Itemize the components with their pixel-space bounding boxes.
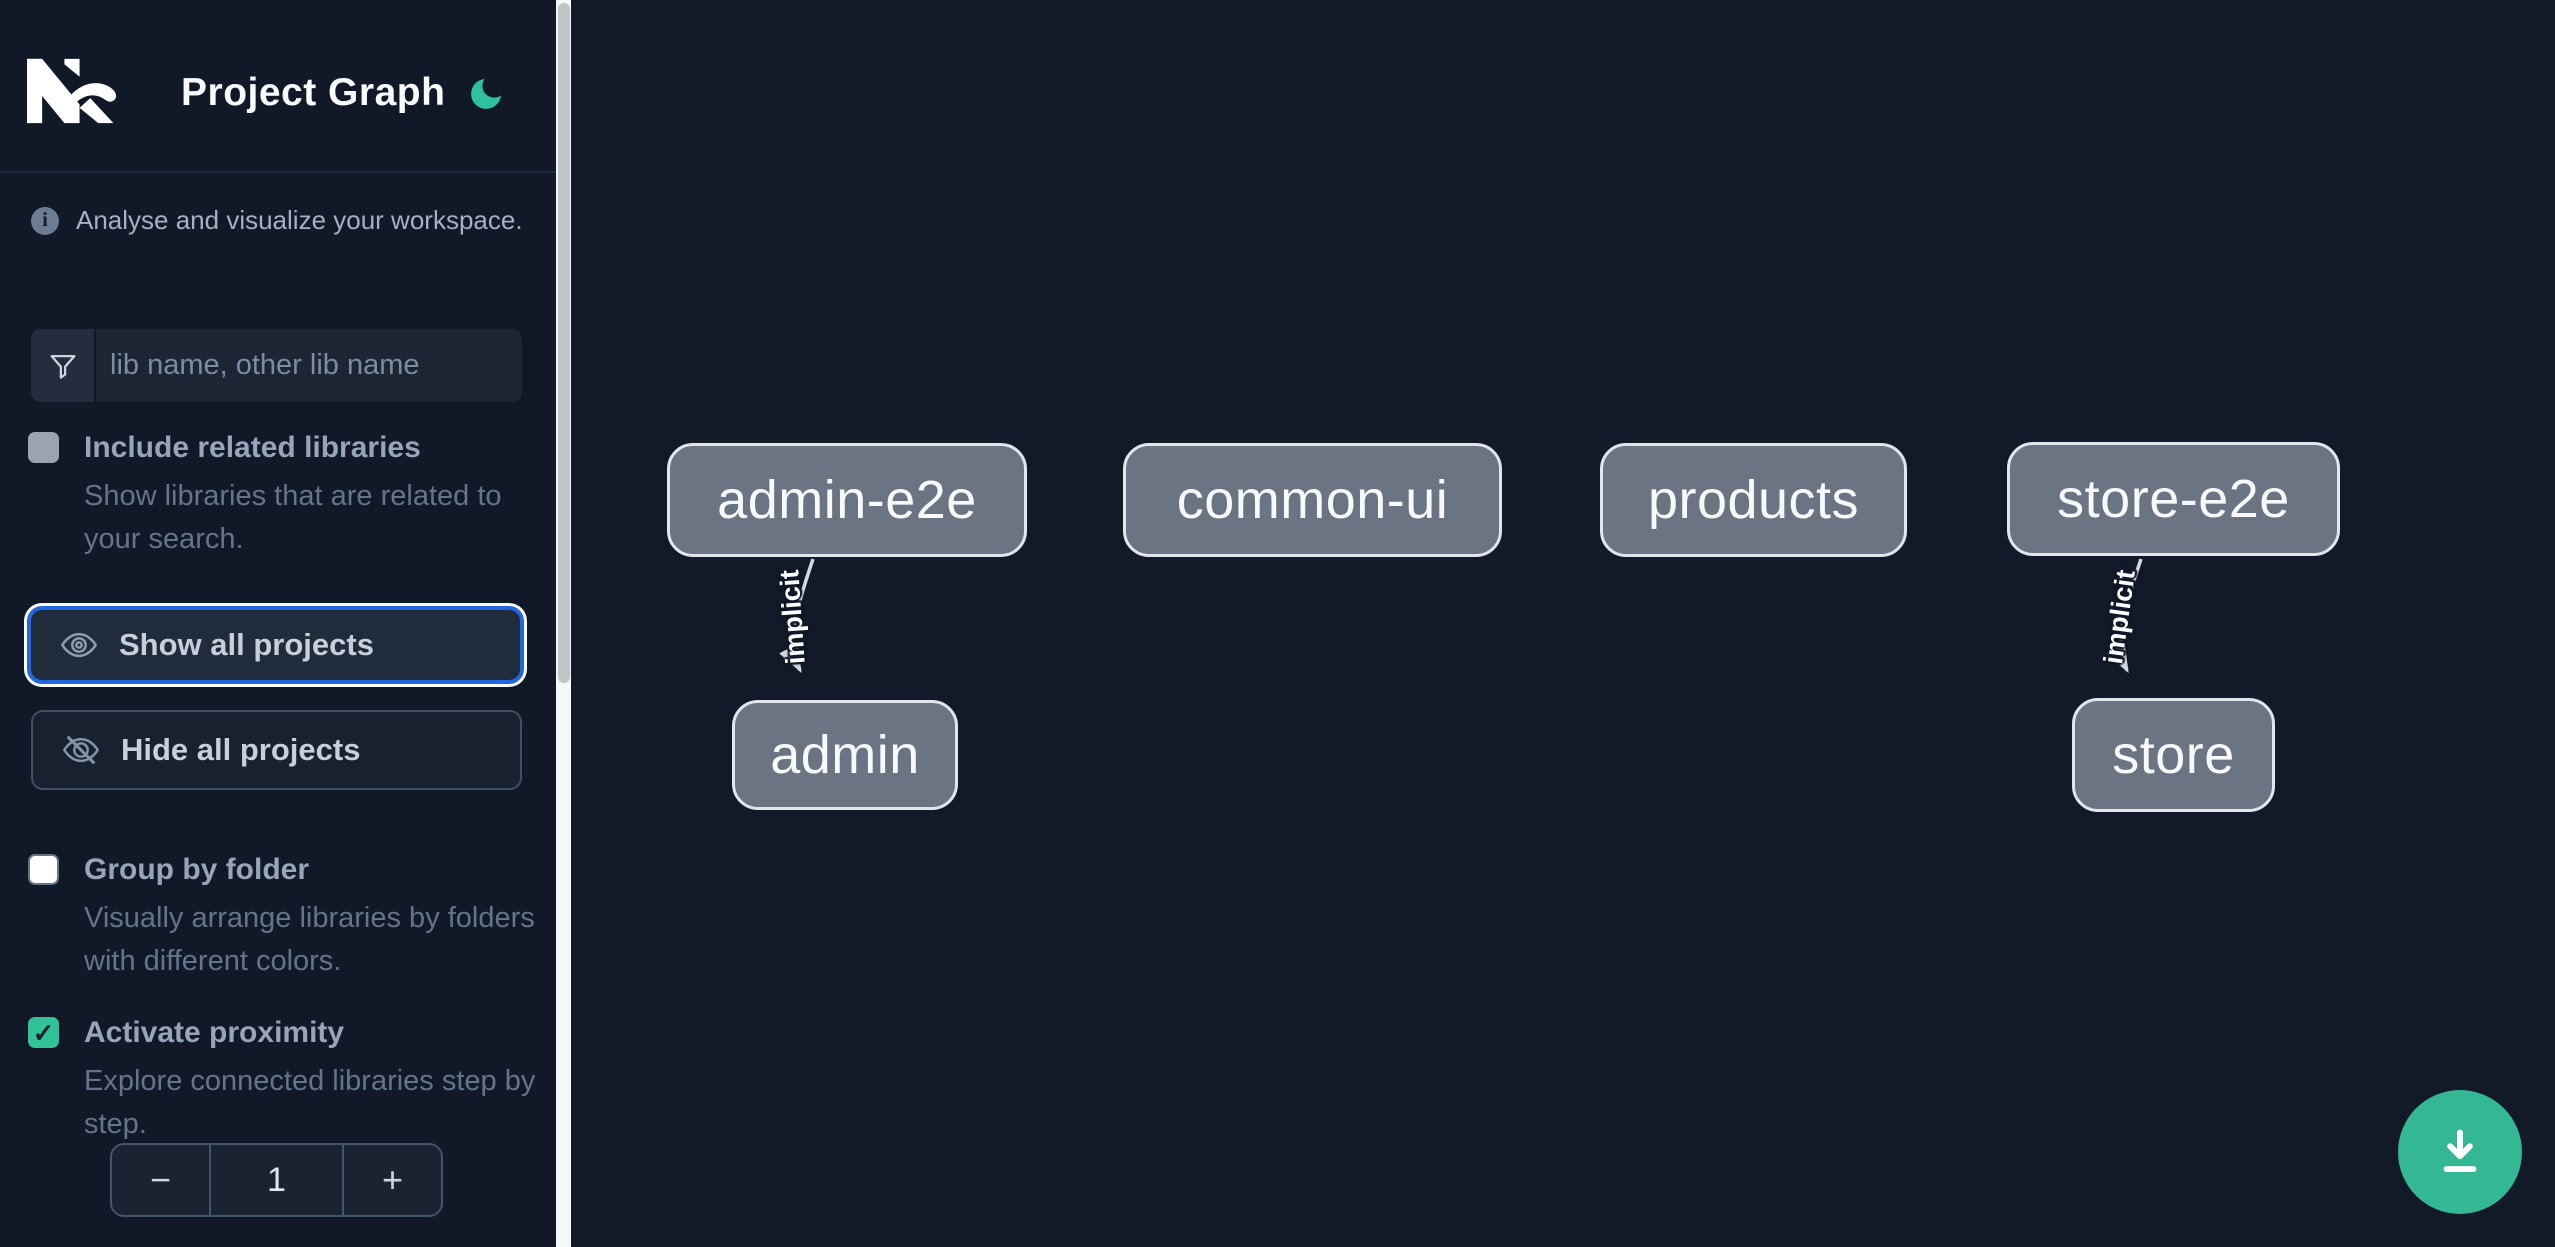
decrement-button[interactable]: − [149,1159,172,1200]
edge-label-implicit: implicit [774,568,811,666]
proximity-depth-value[interactable]: 1 [209,1145,344,1215]
sidebar-scrollbar-track [556,0,571,1247]
show-all-projects-button[interactable]: Show all projects [27,606,524,684]
group-by-folder-label[interactable]: Group by folder [84,853,309,886]
toggle-group-by-folder: Group by folder Visually arrange librari… [27,853,535,983]
download-icon [2443,1129,2477,1173]
sidebar-scrollbar-thumb[interactable] [557,3,570,683]
sidebar: Project Graph i Analyse and visualize yo… [0,0,556,1247]
graph-node-store[interactable]: store [2072,698,2275,812]
graph-node-store-e2e[interactable]: store-e2e [2007,442,2340,556]
hide-all-projects-button[interactable]: Hide all projects [31,710,522,790]
info-icon: i [31,206,59,235]
eye-off-icon [62,735,100,765]
download-graph-button[interactable] [2398,1090,2522,1214]
group-by-folder-description: Visually arrange libraries by folders wi… [84,902,535,977]
workspace-info-row: i Analyse and visualize your workspace. [31,205,523,236]
include-related-description: Show libraries that are related to your … [84,480,502,555]
graph-node-admin[interactable]: admin [732,700,958,810]
theme-toggle-moon-icon[interactable] [466,74,506,114]
graph-node-admin-e2e[interactable]: admin-e2e [667,443,1027,557]
activate-proximity-checkbox[interactable] [28,1017,59,1048]
search-input[interactable] [96,329,522,402]
activate-proximity-description: Explore connected libraries step by step… [84,1065,536,1140]
page-title: Project Graph [181,71,446,114]
group-by-folder-checkbox[interactable] [28,854,59,885]
sidebar-header: Project Graph [0,0,556,173]
proximity-depth-stepper: − 1 + [110,1143,443,1217]
toggle-include-related-libraries: Include related libraries Show libraries… [27,431,527,561]
filter-funnel-icon [31,329,96,402]
activate-proximity-label[interactable]: Activate proximity [84,1016,345,1049]
graph-node-common-ui[interactable]: common-ui [1123,443,1502,557]
graph-canvas[interactable] [571,0,2555,1247]
eye-icon [60,632,98,658]
increment-button[interactable]: + [381,1159,404,1200]
include-related-checkbox[interactable] [28,432,59,463]
graph-node-products[interactable]: products [1600,443,1907,557]
search-bar [31,329,522,402]
include-related-label[interactable]: Include related libraries [84,431,421,464]
hide-all-projects-label: Hide all projects [121,732,361,767]
toggle-activate-proximity: Activate proximity Explore connected lib… [27,1016,535,1146]
show-all-projects-label: Show all projects [119,627,374,662]
nx-logo-icon [27,58,117,124]
tagline-text: Analyse and visualize your workspace. [76,205,523,235]
